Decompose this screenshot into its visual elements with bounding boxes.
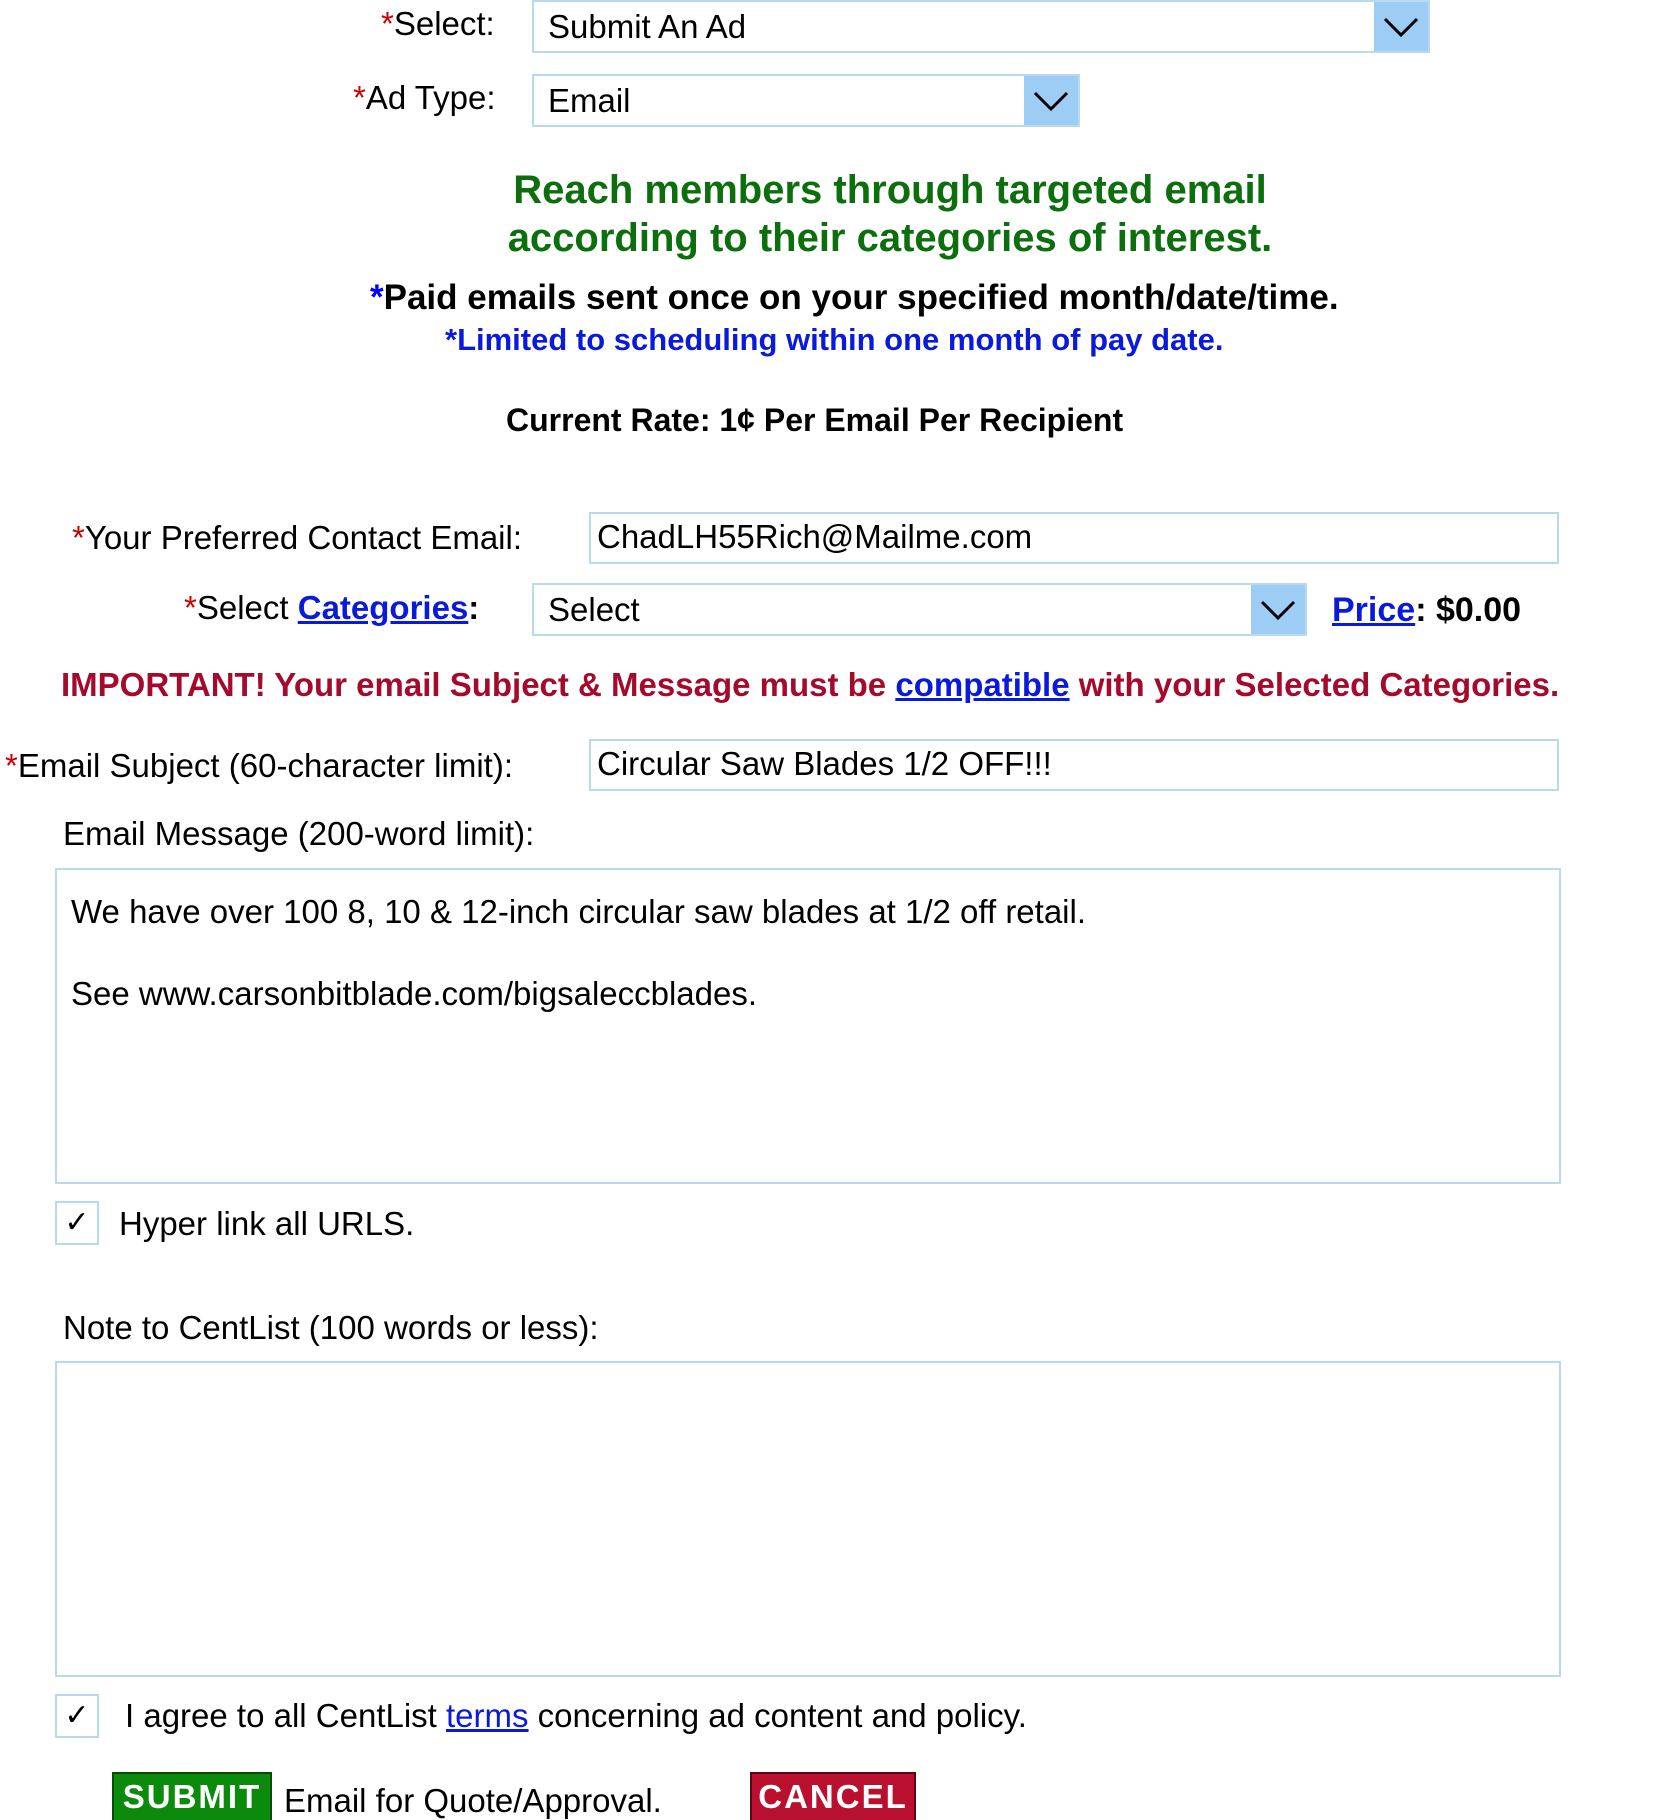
message-label: Email Message (200-word limit):: [63, 815, 535, 852]
submit-button[interactable]: SUBMIT: [112, 1772, 272, 1820]
subject-field[interactable]: Circular Saw Blades 1/2 OFF!!!: [589, 739, 1559, 791]
note-label: Note to CentList (100 words or less):: [63, 1309, 599, 1346]
categories-label: *Select Categories:: [184, 589, 480, 626]
hyperlink-label: Hyper link all URLS.: [119, 1205, 415, 1242]
terms-link[interactable]: terms: [446, 1697, 529, 1734]
select-dropdown[interactable]: Submit An Ad: [532, 0, 1430, 53]
submit-note: Email for Quote/Approval.: [284, 1782, 662, 1819]
categories-dropdown-value: Select: [548, 590, 640, 628]
contact-email-label: *Your Preferred Contact Email:: [72, 519, 522, 556]
message-line: See www.carsonbitblade.com/bigsaleccblad…: [71, 975, 758, 1012]
cancel-button[interactable]: CANCEL: [750, 1772, 916, 1820]
ad-type-dropdown-value: Email: [548, 81, 631, 119]
important-notice: IMPORTANT! Your email Subject & Message …: [61, 666, 1560, 703]
checkmark-icon: ✓: [64, 1699, 90, 1732]
checkmark-icon: ✓: [64, 1206, 90, 1239]
price-link[interactable]: Price: [1332, 591, 1416, 629]
subject-label: *Email Subject (60-character limit):: [5, 747, 513, 784]
hyperlink-checkbox[interactable]: ✓: [55, 1201, 99, 1245]
chevron-down-icon[interactable]: [1374, 2, 1428, 51]
ad-type-dropdown[interactable]: Email: [532, 74, 1080, 127]
categories-link[interactable]: Categories: [297, 589, 469, 626]
agree-label: I agree to all CentList terms concerning…: [125, 1697, 1027, 1734]
contact-email-field[interactable]: ChadLH55Rich@Mailme.com: [589, 512, 1559, 564]
chevron-down-icon[interactable]: [1251, 585, 1305, 634]
categories-dropdown[interactable]: Select: [532, 583, 1307, 636]
compatible-link[interactable]: compatible: [895, 666, 1070, 703]
agree-checkbox[interactable]: ✓: [55, 1694, 99, 1738]
message-textarea[interactable]: We have over 100 8, 10 & 12-inch circula…: [55, 868, 1561, 1184]
note-textarea[interactable]: [55, 1361, 1561, 1677]
headline: Reach members through targeted email acc…: [507, 168, 1273, 260]
select-dropdown-value: Submit An Ad: [548, 7, 747, 45]
ad-type-label: *Ad Type:: [353, 79, 496, 116]
select-label: *Select:: [381, 5, 495, 42]
message-line: We have over 100 8, 10 & 12-inch circula…: [71, 893, 1087, 930]
current-rate: Current Rate: 1¢ Per Email Per Recipient: [506, 402, 1124, 438]
paid-note: *Paid emails sent once on your specified…: [370, 278, 1339, 317]
chevron-down-icon[interactable]: [1024, 76, 1078, 125]
price: Price: $0.00: [1332, 591, 1522, 629]
limit-note: *Limited to scheduling within one month …: [445, 322, 1224, 357]
